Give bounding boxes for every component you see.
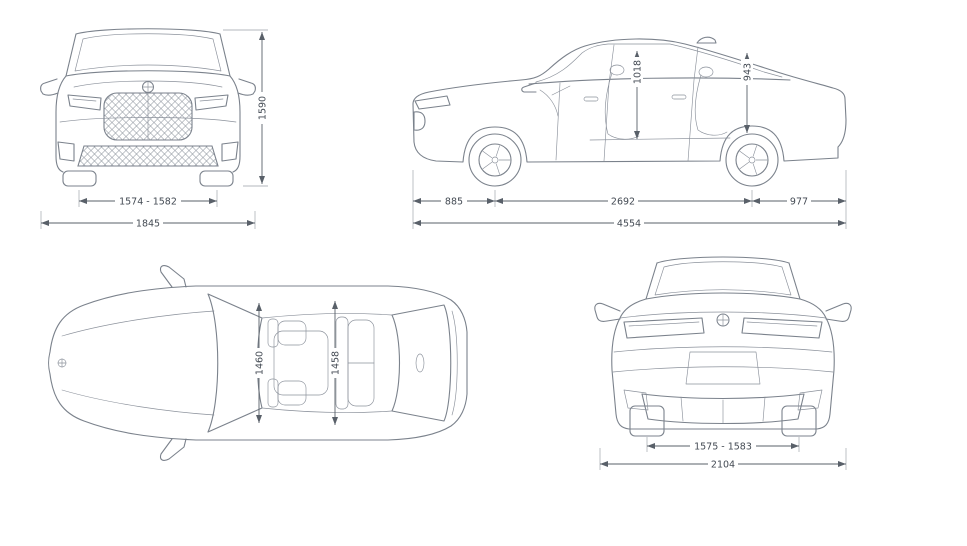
- front-view: 1590 1574 - 1582 1845: [40, 28, 269, 230]
- front-right-headlight: [194, 94, 229, 111]
- rear-width-dimension: 2104: [599, 448, 847, 471]
- rear-width-dim-label: 2104: [711, 460, 735, 471]
- rear-right-taillight: [741, 317, 823, 339]
- top-interior-width-rear-dimension: 1458: [329, 301, 342, 425]
- rear-car-drawing: [594, 256, 852, 437]
- side-headlight: [414, 95, 451, 110]
- front-left-headlight: [67, 94, 102, 111]
- side-rear-overhang-label: 977: [790, 197, 808, 208]
- side-rear-wheel: [725, 133, 779, 187]
- front-right-wheel: [199, 170, 234, 187]
- license-plate-area: [685, 351, 761, 385]
- rear-left-mirror: [594, 302, 621, 322]
- top-car-drawing: [47, 265, 468, 461]
- side-interior-height-front-dimension: 1018: [631, 51, 644, 139]
- front-track-dimension: 1574 - 1582: [78, 190, 218, 208]
- top-right-mirror: [159, 438, 187, 461]
- side-bottom-dimensions: 885 2692 977 4554: [412, 170, 847, 230]
- front-left-wheel: [62, 170, 97, 187]
- front-height-dim-label: 1590: [258, 96, 269, 120]
- shark-fin-antenna-top: [415, 353, 425, 373]
- side-interior-height-rear-label: 943: [743, 63, 754, 81]
- rear-right-mirror: [825, 302, 852, 322]
- top-view: 1460 1458: [47, 265, 468, 461]
- shark-fin-antenna: [696, 36, 717, 44]
- top-interior-width-rear-label: 1458: [331, 351, 342, 375]
- side-length-label: 4554: [617, 219, 641, 230]
- bmw-roundel-icon: [142, 81, 154, 93]
- front-left-mirror: [40, 78, 59, 96]
- front-track-dim-label: 1574 - 1582: [119, 197, 177, 208]
- top-interior-width-front-dimension: 1460: [253, 303, 266, 423]
- top-left-mirror: [159, 265, 187, 288]
- side-kidney-grille: [413, 111, 426, 131]
- side-wheelbase-label: 2692: [611, 197, 635, 208]
- side-mirror: [521, 82, 537, 93]
- bmw-roundel-icon-top: [57, 358, 67, 368]
- rear-track-dim-label: 1575 - 1583: [694, 442, 752, 453]
- rear-track-dimension: 1575 - 1583: [646, 437, 800, 453]
- rear-diffuser: [641, 393, 805, 425]
- side-interior-height-rear-dimension: 943: [741, 53, 754, 133]
- side-car-drawing: [412, 36, 847, 187]
- front-height-dimension: 1590: [223, 29, 269, 187]
- front-lower-intake: [77, 145, 219, 167]
- rear-left-wheel: [629, 405, 665, 437]
- side-interior-height-front-label: 1018: [633, 60, 644, 84]
- front-width-dimension: 1845: [40, 211, 256, 230]
- front-car-drawing: [40, 28, 256, 187]
- rear-left-taillight: [623, 317, 705, 339]
- bmw-roundel-icon-rear: [716, 313, 730, 327]
- front-right-mirror: [237, 78, 256, 96]
- top-interior-width-front-label: 1460: [255, 351, 266, 375]
- side-view: 1018 943 885 2692 977 4554: [412, 36, 847, 230]
- rear-view: 1575 - 1583 2104: [594, 256, 852, 471]
- sunroof: [273, 330, 329, 396]
- side-front-wheel: [468, 133, 522, 187]
- side-front-overhang-label: 885: [445, 197, 463, 208]
- rear-right-wheel: [781, 405, 817, 437]
- front-width-dim-label: 1845: [136, 219, 160, 230]
